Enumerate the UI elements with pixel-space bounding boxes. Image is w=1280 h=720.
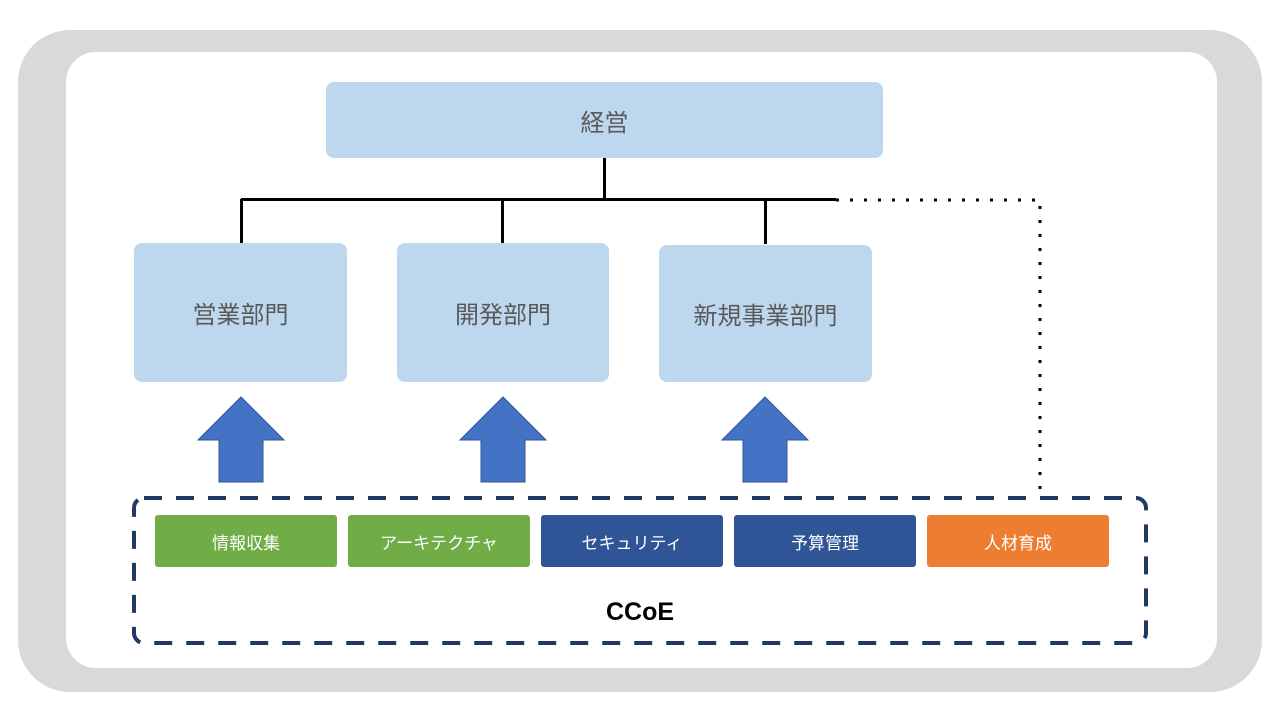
node-sales-dept: 営業部門 [134,243,347,382]
up-arrow-icon [720,396,810,483]
ccoe-function-security: セキュリティ [541,515,723,567]
ccoe-title: CCoE [605,598,675,626]
ccoe-function-architecture: アーキテクチャ [348,515,530,567]
up-arrow-icon [196,396,286,483]
function-label: 人材育成 [984,533,1052,554]
connector-horizontal [241,198,836,201]
node-label: 営業部門 [192,301,289,329]
function-label: 予算管理 [791,533,859,554]
function-label: アーキテクチャ [380,533,498,554]
ccoe-boundary [132,496,1148,645]
node-label: 開発部門 [455,301,551,329]
connector-dept-3 [764,201,767,244]
function-label: セキュリティ [581,533,683,554]
connector-dept-2 [501,199,504,243]
node-label: 新規事業部門 [693,302,838,330]
node-management: 経営 [326,82,883,158]
node-label: 経営 [580,108,629,137]
up-arrow-icon [458,396,548,483]
node-dev-dept: 開発部門 [397,243,609,382]
function-label: 情報収集 [212,533,280,554]
ccoe-function-budget: 予算管理 [734,515,916,567]
ccoe-function-info-gathering: 情報収集 [155,515,337,567]
ccoe-function-talent: 人材育成 [927,515,1109,567]
connector-top-vertical [603,158,606,200]
node-new-business-dept: 新規事業部門 [659,245,872,382]
connector-dept-1 [240,199,243,243]
